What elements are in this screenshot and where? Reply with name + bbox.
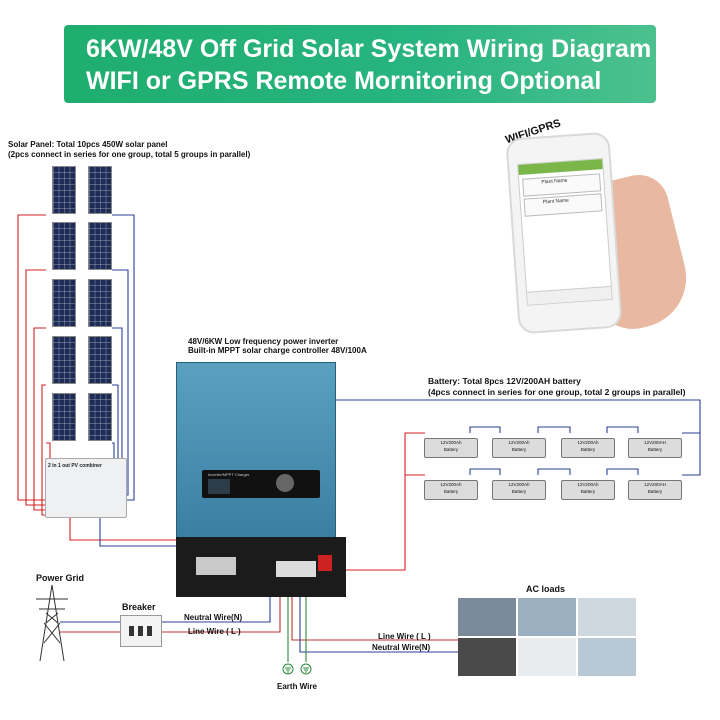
fan-image xyxy=(578,598,636,636)
plant-name: Plant Name xyxy=(541,177,568,186)
air-conditioner-image xyxy=(518,638,576,676)
battery-unit: 12V200AH Battery xyxy=(628,480,682,500)
monitoring-app-screen: Plant Name Plant Name xyxy=(517,158,613,306)
battery-unit: 12V200AH Battery xyxy=(628,438,682,458)
combiner-label: 2 in 1 out PV combiner xyxy=(48,463,102,469)
battery-subtitle: (4pcs connect in series for one group, t… xyxy=(428,387,686,397)
battery-title: Battery: Total 8pcs 12V/200AH battery xyxy=(428,376,581,386)
battery-rating: 12V200Ah xyxy=(508,440,530,445)
cooker-image xyxy=(458,638,516,676)
solar-panel xyxy=(88,166,112,214)
keypad-icon xyxy=(276,474,294,492)
battery-rating: 12V200Ah xyxy=(577,482,599,487)
earth-wire-label: Earth Wire xyxy=(277,682,317,691)
battery-name: Battery xyxy=(647,489,663,494)
load-line-wire-label: Line Wire ( L ) xyxy=(378,632,431,641)
battery-unit: 12V200Ah Battery xyxy=(561,438,615,458)
laptop-image xyxy=(518,598,576,636)
solar-panel xyxy=(88,336,112,384)
solar-panel xyxy=(52,393,76,441)
battery-rating: 12V200AH xyxy=(644,440,666,445)
inverter-panel-label: Inverter/MPPT Charger xyxy=(208,472,250,477)
battery-unit: 12V200Ah Battery xyxy=(561,480,615,500)
battery-rating: 12V200Ah xyxy=(577,440,599,445)
battery-unit: 12V200Ah Battery xyxy=(424,480,478,500)
title-line-2: WIFI or GPRS Remote Mornitoring Optional xyxy=(86,67,602,95)
battery-name: Battery xyxy=(647,447,663,452)
breaker-label: Breaker xyxy=(122,602,156,612)
earth-ground-icon xyxy=(282,663,312,675)
solar-subtitle: (2pcs connect in series for one group, t… xyxy=(8,150,251,159)
grid-line-wire-label: Line Wire ( L ) xyxy=(188,627,241,636)
fridge-image xyxy=(578,638,636,676)
pv-terminals xyxy=(196,557,236,575)
lcd-screen xyxy=(208,479,230,494)
battery-name: Battery xyxy=(580,447,596,452)
battery-rating: 12V200Ah xyxy=(440,482,462,487)
solar-title: Solar Panel: Total 10pcs 450W solar pane… xyxy=(8,140,168,149)
battery-name: Battery xyxy=(511,447,527,452)
solar-panel xyxy=(88,222,112,270)
solar-panel xyxy=(88,393,112,441)
ac-loads-images xyxy=(458,598,638,678)
battery-unit: 12V200Ah Battery xyxy=(492,438,546,458)
solar-panel xyxy=(52,222,76,270)
grid-neutral-wire-label: Neutral Wire(N) xyxy=(184,613,243,622)
ac-loads-title: AC loads xyxy=(526,584,566,594)
load-neutral-wire-label: Neutral Wire(N) xyxy=(372,643,431,652)
tv-image xyxy=(458,598,516,636)
inverter-unit xyxy=(176,362,336,539)
power-tower-icon xyxy=(36,584,68,662)
app-header xyxy=(518,159,603,176)
solar-panel xyxy=(52,166,76,214)
battery-rating: 12V200Ah xyxy=(440,440,462,445)
battery-rating: 12V200AH xyxy=(644,482,666,487)
breaker-switch xyxy=(138,626,143,636)
app-bottom-nav[interactable] xyxy=(527,285,612,305)
title-banner: 6KW/48V Off Grid Solar System Wiring Dia… xyxy=(64,25,656,103)
solar-panel xyxy=(52,336,76,384)
smartphone: Plant Name Plant Name xyxy=(505,131,623,335)
inverter-display-panel: Inverter/MPPT Charger xyxy=(202,470,320,498)
battery-name: Battery xyxy=(511,489,527,494)
breaker-switch xyxy=(147,626,152,636)
solar-panel xyxy=(88,279,112,327)
power-grid-label: Power Grid xyxy=(36,573,85,583)
battery-rating: 12V200Ah xyxy=(508,482,530,487)
pv-combiner: 2 in 1 out PV combiner xyxy=(45,458,127,518)
solar-panel xyxy=(52,279,76,327)
ac-terminals xyxy=(276,561,316,577)
inverter-title: 48V/6KW Low frequency power inverter xyxy=(188,337,339,346)
plant-name: Plant Name xyxy=(542,197,570,206)
battery-name: Battery xyxy=(443,489,459,494)
title-line-1: 6KW/48V Off Grid Solar System Wiring Dia… xyxy=(86,35,652,63)
breaker-switch xyxy=(129,626,134,636)
battery-name: Battery xyxy=(580,489,596,494)
plant-list-item[interactable]: Plant Name xyxy=(523,193,603,217)
inverter-terminal-block xyxy=(176,537,346,597)
inverter-subtitle: Built-in MPPT solar charge controller 48… xyxy=(188,346,367,355)
battery-unit: 12V200Ah Battery xyxy=(492,480,546,500)
battery-name: Battery xyxy=(443,447,459,452)
battery-terminal-positive xyxy=(318,555,332,571)
battery-unit: 12V200Ah Battery xyxy=(424,438,478,458)
breaker-box xyxy=(120,615,162,647)
